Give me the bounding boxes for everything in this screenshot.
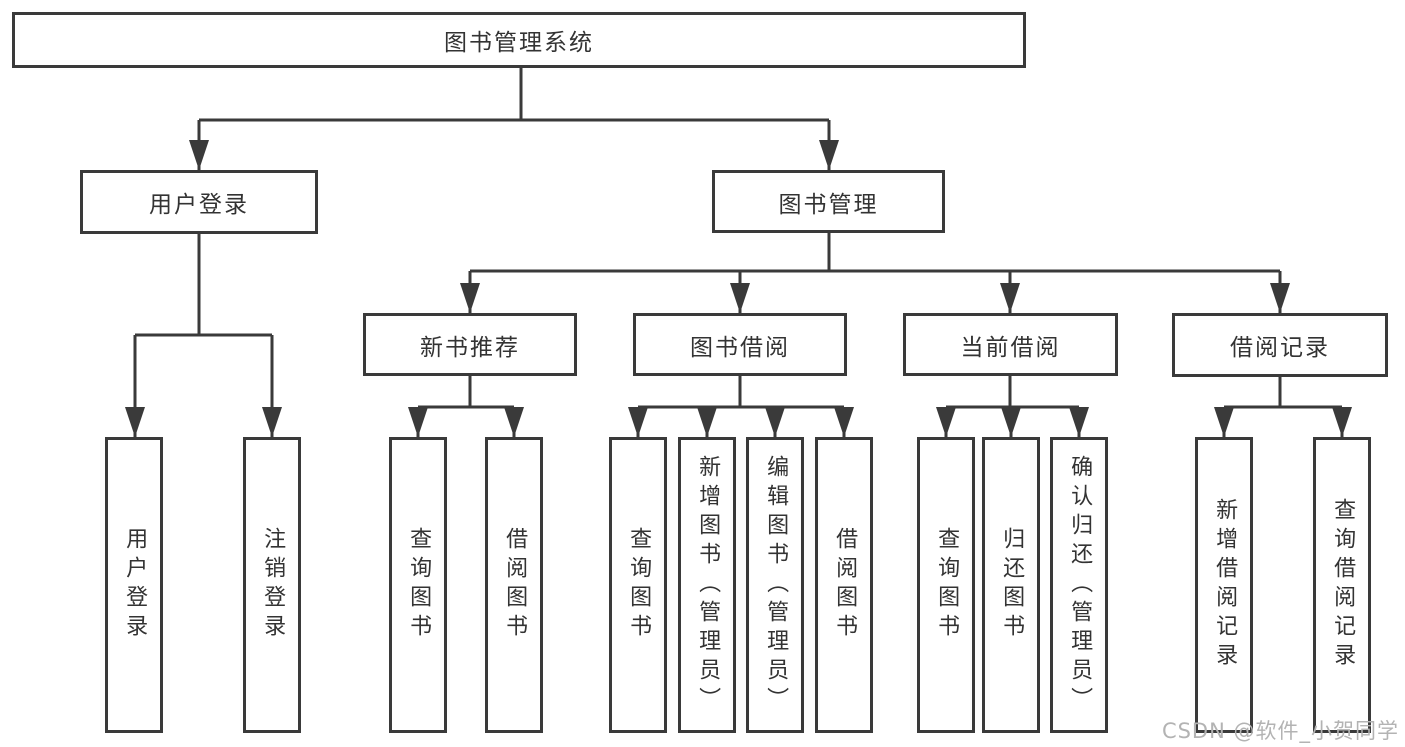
node-label: 借阅图书	[502, 527, 528, 643]
node-label: 归还图书	[999, 527, 1025, 643]
node-new-book-recommendation: 新书推荐	[363, 313, 577, 376]
node-book-management: 图书管理	[712, 170, 945, 233]
connector-records-children	[1214, 376, 1352, 437]
leaf-borrow-book-borrowing: 借阅图书	[815, 437, 873, 733]
leaf-logout: 注销登录	[243, 437, 301, 733]
node-label: 图书管理	[778, 191, 879, 218]
node-label: 借阅记录	[1230, 335, 1330, 361]
node-label: 用户登录	[149, 192, 249, 218]
connector-root-to-level2	[189, 68, 839, 170]
node-label: 查询图书	[626, 527, 652, 643]
leaf-query-borrow-record: 查询借阅记录	[1313, 437, 1371, 733]
node-label: 查询借阅记录	[1330, 498, 1356, 672]
node-label: 新书推荐	[420, 334, 520, 361]
node-root: 图书管理系统	[12, 12, 1026, 68]
leaf-query-book-current: 查询图书	[917, 437, 975, 733]
leaf-add-borrow-record: 新增借阅记录	[1195, 437, 1253, 733]
connector-book-management-children	[460, 233, 1290, 313]
node-label: 确认归还（管理员）	[1067, 454, 1093, 716]
node-current-borrowing: 当前借阅	[903, 313, 1118, 376]
leaf-add-book-admin: 新增图书（管理员）	[678, 437, 736, 733]
csdn-watermark: CSDN @软件_小贺同学	[1161, 719, 1399, 743]
node-user-login: 用户登录	[80, 170, 318, 234]
connector-recommendation-children	[408, 376, 524, 437]
leaf-edit-book-admin: 编辑图书（管理员）	[746, 437, 804, 733]
connector-user-login-children	[125, 234, 282, 437]
node-label: 查询图书	[406, 527, 432, 643]
leaf-query-book-borrowing: 查询图书	[609, 437, 667, 733]
node-label: 编辑图书（管理员）	[763, 454, 789, 716]
node-label: 用户登录	[122, 527, 148, 643]
node-label: 新增借阅记录	[1212, 498, 1238, 672]
node-label: 图书借阅	[690, 334, 790, 361]
leaf-confirm-return-admin: 确认归还（管理员）	[1050, 437, 1108, 733]
node-label: 注销登录	[260, 527, 286, 643]
node-label: 当前借阅	[960, 334, 1061, 361]
leaf-return-book: 归还图书	[982, 437, 1040, 733]
leaf-borrow-book-recommend: 借阅图书	[485, 437, 543, 733]
node-borrowing-records: 借阅记录	[1172, 313, 1388, 377]
connector-borrowing-children	[628, 376, 854, 437]
leaf-query-book-recommend: 查询图书	[389, 437, 447, 733]
connector-current-borrowing-children	[936, 376, 1089, 437]
node-label: 图书管理系统	[444, 30, 594, 56]
node-label: 新增图书（管理员）	[695, 454, 721, 716]
node-label: 借阅图书	[832, 527, 858, 643]
node-label: 查询图书	[934, 527, 960, 643]
leaf-user-login: 用户登录	[105, 437, 163, 733]
node-book-borrowing: 图书借阅	[633, 313, 847, 376]
